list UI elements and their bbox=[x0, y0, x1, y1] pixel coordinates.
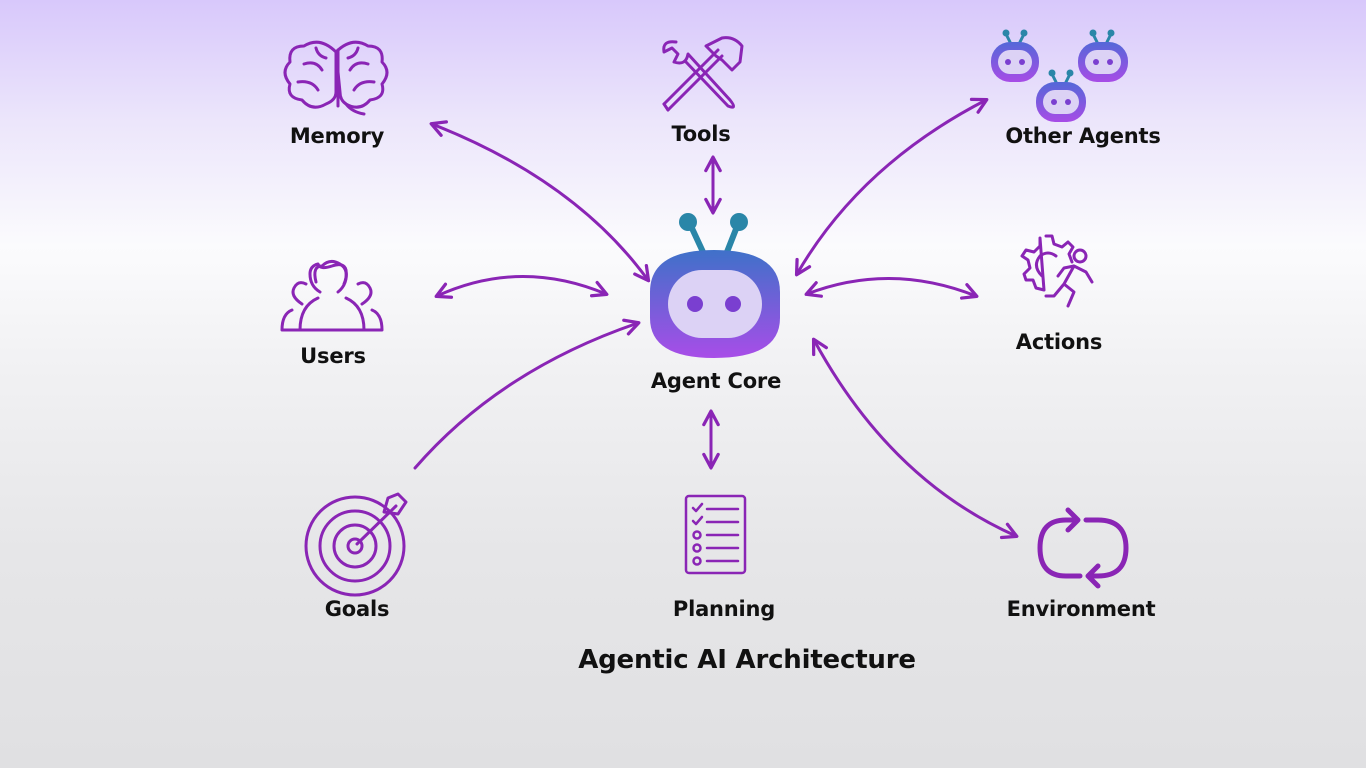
node-label-memory: Memory bbox=[289, 124, 385, 148]
gear-runner-icon bbox=[1020, 234, 1094, 308]
wrench-hammer-icon bbox=[662, 36, 744, 112]
edge-environment-core bbox=[811, 337, 1019, 540]
cycle-arrows-icon bbox=[1037, 507, 1129, 589]
edge-memory-core bbox=[429, 120, 651, 283]
node-label-actions: Actions bbox=[1015, 330, 1103, 354]
checklist-icon bbox=[684, 494, 747, 575]
edge-otheragents-core bbox=[794, 97, 989, 277]
node-label-environment: Environment bbox=[1006, 597, 1156, 621]
node-label-goals: Goals bbox=[324, 597, 390, 621]
users-icon bbox=[280, 259, 384, 332]
target-arrow-icon bbox=[304, 492, 408, 597]
edge-goals-core bbox=[413, 318, 641, 470]
edge-users-core bbox=[434, 275, 609, 299]
brain-icon bbox=[283, 40, 389, 116]
node-label-agent-core: Agent Core bbox=[650, 369, 782, 393]
node-label-other-agents: Other Agents bbox=[1005, 124, 1161, 148]
edge-actions-core bbox=[804, 277, 979, 300]
robot-group-icon bbox=[991, 29, 1128, 122]
node-label-tools: Tools bbox=[671, 122, 731, 146]
node-label-planning: Planning bbox=[672, 597, 776, 621]
diagram-title: Agentic AI Architecture bbox=[578, 645, 916, 675]
node-label-users: Users bbox=[300, 344, 366, 368]
robot-head-icon bbox=[650, 213, 780, 358]
